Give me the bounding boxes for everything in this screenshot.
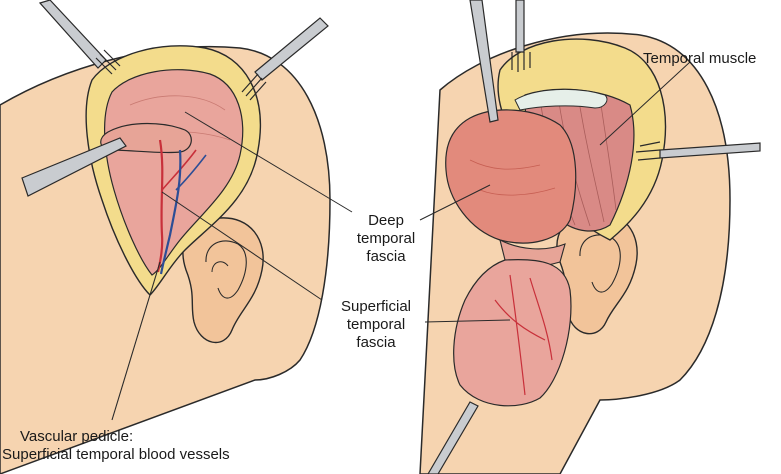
right-superficial-fascia-flap [453, 258, 572, 407]
label-vascular-pedicle: Vascular pedicle: Superficial temporal b… [2, 428, 230, 463]
retractor-icon [511, 0, 531, 72]
left-panel [0, 0, 331, 474]
forceps-icon [21, 137, 127, 197]
left-deep-fascia [104, 69, 244, 276]
label-deep-temporal-fascia: Deep temporal fascia [356, 212, 416, 265]
label-superficial-temporal-fascia: Superficial temporal fascia [340, 298, 412, 351]
forceps-icon [469, 0, 499, 123]
retractor-icon [635, 141, 761, 161]
left-artery [156, 139, 164, 273]
retractor-icon [241, 17, 329, 101]
right-deep-fascia-flap [445, 109, 577, 244]
left-vein [159, 149, 182, 275]
label-temporal-muscle: Temporal muscle [643, 50, 757, 67]
forceps-icon [427, 401, 479, 474]
leader-lines [161, 61, 691, 323]
right-panel [419, 0, 761, 474]
retractor-icon [38, 0, 121, 75]
